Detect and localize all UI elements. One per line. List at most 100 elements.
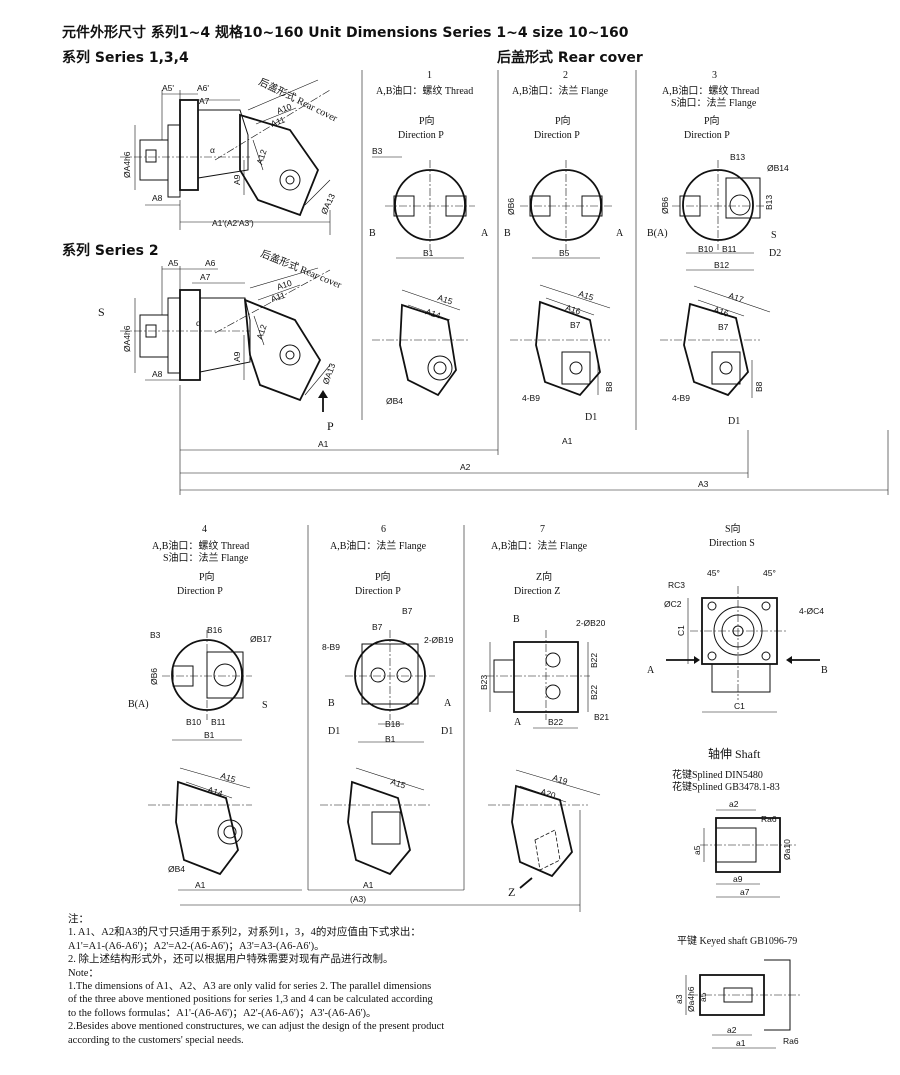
cover6-dir-cn: P向	[375, 570, 391, 583]
rear-cover-4: 4 A,B油口：螺纹 Thread S油口：法兰 Flange P向 Direc…	[128, 524, 302, 891]
cover4-dim-b3: B3	[150, 630, 161, 640]
dim-a8-s2: A8	[152, 369, 163, 379]
cover7-dim-b23: B23	[479, 675, 489, 690]
shaft-splined1: 花键Splined DIN5480	[672, 768, 763, 781]
cover6-dim-a15: A15	[389, 776, 407, 790]
cover4-dim-b1: B1	[204, 730, 215, 740]
shaft-dim-a10: Øa10	[782, 839, 792, 860]
rear-cover-tag: 后盖形式 Rear cover	[257, 75, 341, 125]
shaft-view: 轴伸 Shaft 花键Splined DIN5480 花键Splined GB3…	[672, 746, 796, 898]
dim-a10: A10	[275, 101, 293, 116]
cover4-dim-b11: B11	[211, 717, 226, 727]
series-134-heading: 系列 Series 1,3,4	[62, 50, 189, 66]
cover4-dim-b10: B10	[186, 717, 201, 727]
dim-a6p: A6'	[197, 83, 209, 93]
dim-alpha-s2: α	[196, 318, 201, 328]
dim-a10-s2: A10	[276, 278, 294, 292]
series-2-heading: 系列 Series 2	[62, 243, 159, 259]
keyed-dim-a5: a5	[698, 992, 708, 1002]
direction-s-view: S向 Direction S 45° 45° RC3 ØC2 4-ØC4 C1 …	[647, 522, 828, 713]
keyed-dim-a4: Øa4h6	[686, 986, 696, 1012]
cover3-dim-b8: B8	[754, 381, 764, 392]
cover2-dim-d1: D1	[585, 412, 597, 423]
shaft-title: 轴伸 Shaft	[708, 746, 761, 761]
direction-s-cn: S向	[725, 522, 741, 535]
notes-cn1b: A1'=A1-(A6-A6')；A2'=A2-(A6-A6')；A3'=A3-(…	[68, 940, 325, 952]
cover1-port-b: B	[369, 228, 376, 239]
cover3-dim-d1: D1	[728, 416, 740, 427]
cover4-dim-a15: A15	[219, 770, 237, 784]
keyed-shaft-view: 平键 Keyed shaft GB1096-79 a3 Øa4h6 a5 a2 …	[674, 934, 800, 1049]
cover6-dim-b1: B1	[385, 734, 396, 744]
dim-a9: A9	[232, 174, 242, 185]
cover4-port2: S油口：法兰 Flange	[163, 551, 249, 564]
cover3-dim-b13: B13	[730, 152, 745, 162]
shaft-splined2: 花键Splined GB3478.1-83	[672, 780, 780, 793]
dim-a8: A8	[152, 193, 163, 203]
cover2-dir-cn: P向	[555, 114, 571, 127]
dir-s-c4: 4-ØC4	[799, 606, 824, 616]
dim-a12: A12	[254, 148, 268, 166]
cover3-dir-en: Direction P	[684, 130, 730, 141]
dir-s-c1v: C1	[676, 625, 686, 636]
cover1-dir-en: Direction P	[398, 130, 444, 141]
cover3-dim-b9: 4-B9	[672, 393, 690, 403]
dim-a11: A11	[269, 114, 286, 128]
rear-cover-2: 2 A,B油口：法兰 Flange P向 Direction P ØB6 B5 …	[504, 70, 624, 446]
cover1-dim-b3: B3	[372, 146, 383, 156]
cover2-dim-a15: A15	[577, 288, 595, 302]
rear-cover-6: 6 A,B油口：法兰 Flange P向 Direction P B7 B7 2…	[180, 524, 580, 906]
keyed-dim-a1: a1	[736, 1038, 746, 1048]
direction-s-en: Direction S	[709, 538, 755, 549]
dim-a4-s2: ØA4h6	[122, 325, 132, 352]
cover4-dim-b17: ØB17	[250, 634, 272, 644]
dim-a1: A1	[318, 439, 329, 449]
cover3-dim-d2: D2	[769, 248, 781, 259]
dim-a1p: A1'(A2'A3')	[212, 218, 254, 228]
dim-a13-s2: ØA13	[320, 362, 337, 386]
cover7-dim-a20: A20	[539, 786, 557, 800]
dim-a12-s2: A12	[254, 323, 268, 341]
dir-s-b: B	[821, 665, 828, 676]
keyed-title: 平键 Keyed shaft GB1096-79	[677, 934, 797, 947]
dir-s-a: A	[647, 665, 655, 676]
cover3-port2: S油口：法兰 Flange	[671, 96, 757, 109]
cover7-dim-b22a: B22	[589, 653, 599, 668]
cover3-dim-b13v: B13	[764, 195, 774, 210]
dir-s-45b: 45°	[763, 568, 776, 578]
shaft-dim-a9: a9	[733, 874, 743, 884]
cover1-dim-b1: B1	[423, 248, 434, 258]
cover2-num: 2	[563, 70, 568, 81]
cover2-dim-b6: ØB6	[506, 198, 516, 215]
cover7-num: 7	[540, 524, 545, 535]
cover4-dim-b4: ØB4	[168, 864, 185, 874]
cover4-dir-en: Direction P	[177, 586, 223, 597]
cover3-dim-b7: B7	[718, 322, 729, 332]
cover6-dim-d1b: D1	[441, 726, 453, 737]
cover3-dim-a17: A17	[727, 290, 745, 304]
cover2-dim-b5: B5	[559, 248, 570, 258]
notes-en-title: Note：	[68, 967, 99, 979]
cover3-dim-b12: B12	[714, 260, 729, 270]
cover2-dim-b7: B7	[570, 320, 581, 330]
cover7-port-a: A	[514, 717, 522, 728]
cover6-num: 6	[381, 524, 386, 535]
cover3-dim-s: S	[771, 230, 777, 241]
cover7-port: A,B油口：法兰 Flange	[491, 539, 588, 552]
cover6-dim-b7b: B7	[372, 622, 383, 632]
cover7-dim-b21: B21	[594, 712, 609, 722]
cover4-dim-a14: A14	[206, 784, 224, 798]
cover4-dir-cn: P向	[199, 570, 215, 583]
dim-a5-s2: A5	[168, 258, 179, 268]
cover3-num: 3	[712, 70, 717, 81]
cover2-dim-b8: B8	[604, 381, 614, 392]
cover6-port-b: B	[328, 698, 335, 709]
cover3-dim-a16: A16	[712, 304, 730, 318]
cover3-dir-cn: P向	[704, 114, 720, 127]
notes-en2: 2.Besides above mentioned constructures,…	[68, 1021, 445, 1033]
shaft-dim-a7: a7	[740, 887, 750, 897]
notes-en1c: to the follows formulas：A1'-(A6-A6')；A2'…	[68, 1007, 377, 1019]
notes-en2b: according to the customers' special need…	[68, 1034, 244, 1046]
cover6-dim-b9: 8-B9	[322, 642, 340, 652]
dim-a9-s2: A9	[232, 351, 242, 362]
